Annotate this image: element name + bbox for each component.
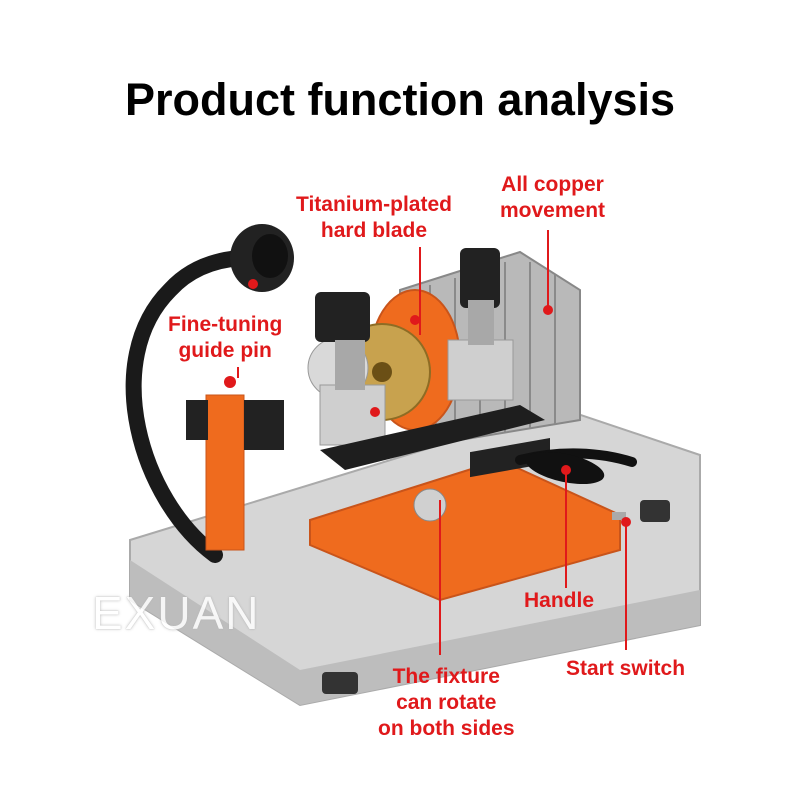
page-title: Product function analysis — [124, 74, 676, 125]
label-start-switch: Start switch — [566, 657, 686, 680]
label-handle: Handle — [524, 589, 595, 612]
movement-marker — [543, 305, 553, 315]
handle-marker — [561, 465, 571, 475]
fixture-rotation-knob — [413, 488, 447, 522]
control-panel — [470, 438, 550, 478]
foot — [640, 500, 670, 522]
start-switch — [612, 512, 626, 520]
left-clamp-knob — [315, 292, 370, 342]
gooseneck-lamp-arm — [125, 250, 248, 563]
switch-marker — [621, 517, 631, 527]
leader-lines — [237, 230, 627, 655]
label-movement: All copper movement — [500, 173, 606, 222]
label-guide-pin: Fine-tuning guide pin — [168, 313, 283, 362]
label-blade: Titanium-plated hard blade — [296, 193, 452, 242]
slide-rail — [320, 405, 545, 470]
guide-pin-post — [205, 394, 245, 551]
clamp-marker — [370, 407, 380, 417]
label-fixture: The fixture can rotate on both sides — [378, 665, 515, 740]
lamp-switch — [248, 279, 258, 289]
blade-marker — [410, 315, 420, 325]
brand-watermark: EXUAN — [92, 587, 261, 639]
foot — [322, 672, 358, 694]
right-clamp-knob — [460, 248, 500, 308]
right-clamp — [447, 339, 514, 401]
guide-pin-tip — [224, 376, 236, 388]
base-front-face — [130, 560, 700, 705]
